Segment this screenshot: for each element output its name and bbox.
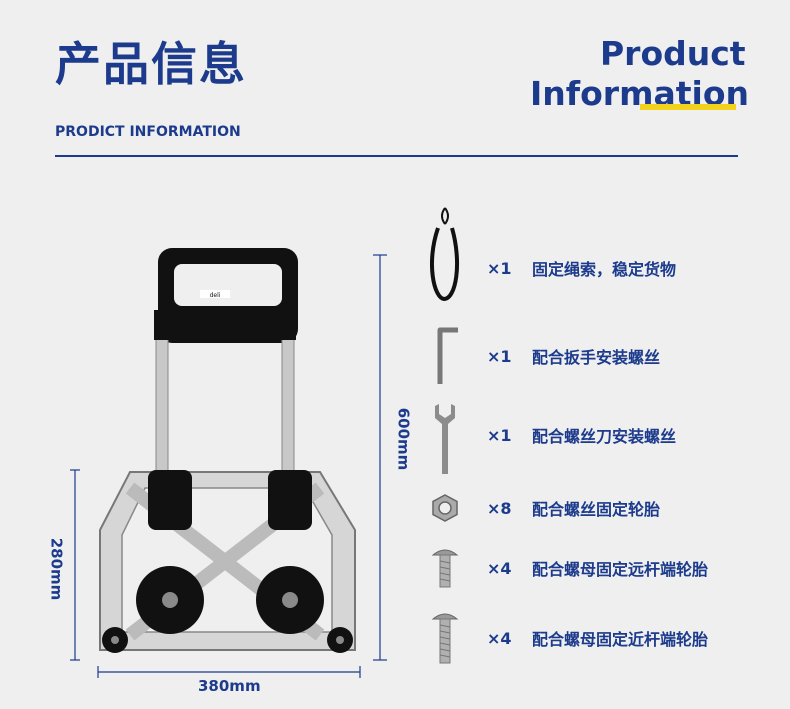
- page-title-cn: 产品信息: [55, 37, 247, 91]
- accessory-qty: ×1: [487, 346, 512, 366]
- accessory-row-bungee: ×1 固定绳索，稳定货物: [425, 207, 677, 302]
- bungee-cord-icon: [425, 207, 465, 302]
- accessory-row-short-bolt: ×4 配合螺母固定远杆端轮胎: [425, 548, 708, 588]
- long-bolt-icon: [425, 608, 465, 668]
- accessory-qty: ×8: [487, 498, 512, 518]
- accessory-desc: 配合螺丝刀安装螺丝: [532, 427, 677, 446]
- dimension-height-label: 600mm: [394, 407, 413, 471]
- accessory-qty: ×1: [487, 258, 512, 278]
- dimension-width-label: 380mm: [198, 677, 261, 695]
- page-subtitle: PRODICT INFORMATION: [55, 124, 241, 140]
- accessory-row-allen-key: ×1 配合扳手安装螺丝: [425, 327, 661, 384]
- accessory-desc: 配合扳手安装螺丝: [532, 348, 661, 367]
- nut-icon: [425, 478, 465, 538]
- accessory-desc: 配合螺丝固定轮胎: [532, 500, 661, 519]
- dimension-lines: [70, 254, 387, 678]
- dimension-base-height-label: 280mm: [47, 537, 66, 601]
- accessory-desc: 配合螺母固定近杆端轮胎: [532, 630, 709, 649]
- accessory-desc: 固定绳索，稳定货物: [532, 260, 677, 279]
- page-title-en-line1: Product: [600, 34, 746, 73]
- accessory-qty: ×4: [487, 628, 512, 648]
- hand-truck-illustration: deli: [70, 248, 387, 678]
- accessory-row-nut: ×8 配合螺丝固定轮胎: [425, 488, 660, 528]
- accent-underline: [640, 104, 736, 110]
- wrench-icon: [425, 404, 465, 474]
- brand-badge-text: deli: [210, 292, 221, 299]
- allen-key-icon: [425, 326, 465, 386]
- accessory-row-long-bolt: ×4 配合螺母固定近杆端轮胎: [425, 613, 709, 664]
- accessory-qty: ×1: [487, 425, 512, 445]
- accessory-row-wrench: ×1 配合螺丝刀安装螺丝: [425, 404, 677, 474]
- accessory-desc: 配合螺母固定远杆端轮胎: [532, 560, 709, 579]
- short-bolt-icon: [425, 538, 465, 598]
- header-divider: [55, 155, 738, 157]
- accessory-qty: ×4: [487, 558, 512, 578]
- brand-badge: [200, 290, 230, 298]
